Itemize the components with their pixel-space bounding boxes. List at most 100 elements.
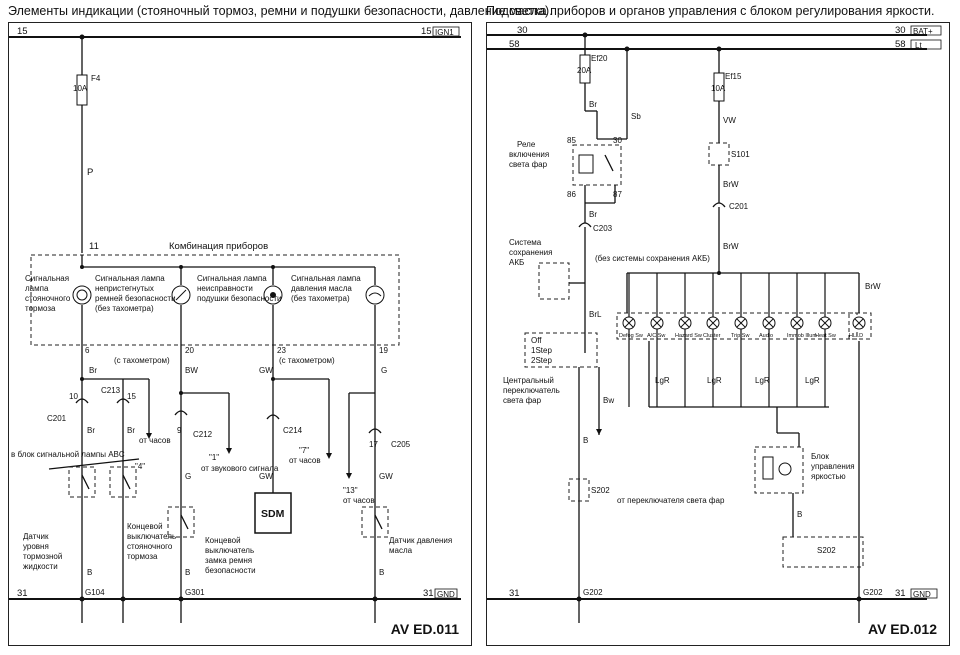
wire-lgr-4: LgR [805,376,820,385]
ref-1: "1" [209,453,219,462]
switch-row-2step: 2Step [531,356,552,365]
s202-box-1 [568,478,590,502]
wire-b-3: B [379,568,384,577]
wire-br-3: Br [127,426,135,435]
right-diagram-title: Подсветка приборов и органов управления … [486,4,935,18]
s202-label-2: S202 [817,546,836,555]
cluster-pin-19: 19 [379,346,388,355]
rail-31-right-left: 31 [509,588,520,599]
rail-tag-gnd-r: GND [913,590,931,599]
rail-30-right: 30 [895,25,906,36]
wire-gw-1: GW [259,366,273,375]
lamp-6-label: Audio [759,333,773,339]
pin-11: 11 [89,241,99,252]
wire-vw: VW [723,116,736,125]
left-schematic: 15 15 IGN1 F4 10A P 11 Комбинация прибор… [9,26,461,623]
rail-58-right: 58 [895,39,906,50]
pin-10: 10 [69,392,78,401]
ref-13: "13" [343,486,358,495]
connector-c201-label: C201 [47,414,67,423]
wire-brw-2: BrW [723,242,739,251]
connector-c201-r [712,202,726,208]
connector-c214 [266,414,280,420]
relay-pin-86: 86 [567,190,576,199]
lamp-1-label: Defog Sw [619,333,643,339]
connector-c212-label: C212 [193,430,213,439]
s202-box-2 [782,536,864,568]
rail-31-left: 31 [17,588,28,599]
wire-b-2: B [185,568,190,577]
arrow-down-icon-5 [596,429,602,435]
relay-pin-30: 30 [613,136,622,145]
right-diagram-code: AV ED.012 [868,621,937,637]
wire-lgr-3: LgR [755,376,770,385]
sdm-label: SDM [261,508,285,520]
wire-g-2: G [185,472,191,481]
pin-9: 9 [177,426,182,435]
connector-c205 [368,428,382,434]
with-tacho-label-2: (с тахометром) [279,356,335,365]
ground-g202-2: G202 [863,588,883,597]
fuse-ef15-rating: 10A [711,84,726,93]
sdm-box [254,492,292,534]
wire-b-r2: B [583,436,588,445]
wire-br-2: Br [87,426,95,435]
dimmer-lamp-icon [778,462,792,476]
from-switch-label: от переключателя света фар [617,496,725,505]
cluster-pin-23: 23 [277,346,286,355]
wire-gw-2: GW [259,472,273,481]
rail-tag-lt: Lt [915,41,922,50]
ground-g104: G104 [85,588,105,597]
wire-p-label: P [87,167,93,178]
fuse-ef20-label: Ef20 [591,54,608,63]
rail-tag-gnd: GND [437,590,455,599]
pin-17: 17 [369,440,378,449]
arrow-down-icon-2 [226,448,232,454]
cluster-label: Комбинация приборов [169,241,268,252]
lamp-9-label: HLLD [849,333,863,339]
connector-c212 [174,410,188,416]
to-abs-label: в блок сигнальной лампы ABC [11,450,125,459]
connector-c201 [75,398,89,404]
arrow-down-icon-4 [346,473,352,479]
lamp-hlld-box [848,312,872,340]
relay-coil-icon [578,154,594,174]
pin-15: 15 [127,392,136,401]
wire-lgr-1: LgR [655,376,670,385]
s202-label-1: S202 [591,486,610,495]
fuse-f4-rating: 10A [73,84,88,93]
wire-bw-1: BW [185,366,198,375]
with-tacho-label-1: (с тахометром) [114,356,170,365]
right-schematic-panel: 30 58 30 58 BAT+ Lt Ef20 20A Ef15 10A Br… [486,22,950,646]
switch-row-1step: 1Step [531,346,552,355]
ground-g301: G301 [185,588,205,597]
lamp-airbag-icon [263,285,283,305]
connector-c203 [578,222,592,228]
wire-brl: BrL [589,310,602,319]
lamp-7-label: Immob Illum [787,333,817,339]
wire-br-1: Br [89,366,97,375]
lamp-4-label: Cluster [703,333,721,339]
fuse-f4-label: F4 [91,74,101,83]
headlight-switch-box [524,332,598,368]
lamp-oil-pressure-icon [365,285,385,305]
relay-pin-85: 85 [567,136,576,145]
cluster-pin-6: 6 [85,346,90,355]
ground-g202-1: G202 [583,588,603,597]
lamp-parking-brake-icon [72,285,92,305]
from-horn-label: от звукового сигнала [201,464,279,473]
switch-row-off: Off [531,336,542,345]
rail-15-left: 15 [17,26,28,37]
connector-c201-r-label: C201 [729,202,749,211]
